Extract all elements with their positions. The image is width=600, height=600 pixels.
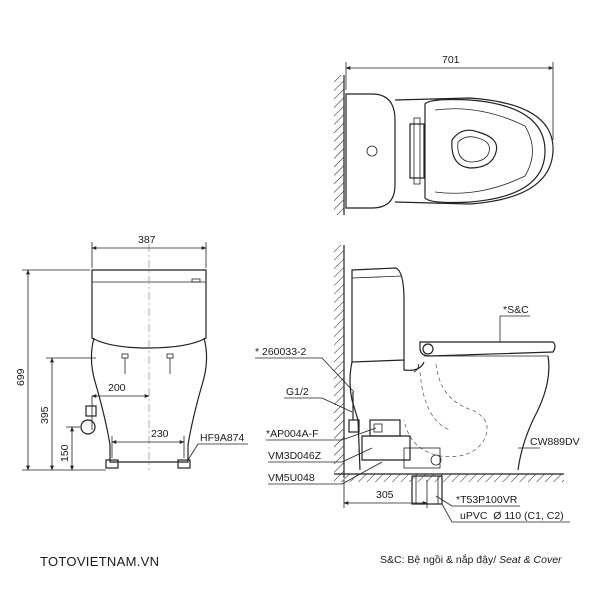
label-vm5u: VM5U048 — [268, 472, 315, 484]
side-seat-cover — [419, 341, 556, 357]
legend-vi: S&C: Bệ ngồi & nắp đậy/ — [380, 554, 497, 566]
top-hinge — [409, 123, 425, 179]
dim-inlet-height: 150 — [59, 444, 71, 462]
side-floor-hatch — [334, 474, 564, 482]
top-tank — [345, 93, 396, 209]
front-tank — [91, 269, 207, 349]
top-seat-inner — [434, 108, 533, 194]
legend-note: S&C: Bệ ngồi & nắp đậy/ Seat & Cover — [380, 554, 562, 566]
label-260033: * 260033-2 — [255, 346, 307, 358]
front-view: 387 699 395 150 200 230 HF9A874 — [15, 234, 248, 471]
side-trapway — [403, 363, 488, 457]
label-t53: *T53P100VR — [456, 494, 518, 506]
label-upvc: uPVC Ø 110 (C1, C2) — [460, 510, 564, 522]
top-view: 701 — [334, 54, 554, 215]
dim-front-width: 387 — [138, 234, 156, 246]
label-ap004: *AP004A-F — [266, 428, 319, 440]
dim-foot-spacing: 230 — [151, 428, 169, 440]
dim-outlet-height: 395 — [39, 406, 51, 424]
dim-total-height: 699 — [15, 368, 27, 386]
front-body — [90, 337, 208, 463]
side-bowl — [403, 355, 550, 471]
label-vm3d: VM3D046Z — [268, 450, 322, 462]
label-seat-cover: *S&C — [503, 304, 529, 316]
flush-button — [366, 145, 378, 157]
top-bowl-opening — [451, 129, 498, 169]
dim-rough-in: 305 — [376, 489, 394, 501]
side-wall-hatch — [334, 245, 344, 475]
label-cw889: CW889DV — [530, 436, 580, 448]
top-bowl-outer — [394, 97, 554, 205]
dim-top-width: 701 — [442, 54, 460, 66]
top-wall-hatch — [334, 75, 344, 215]
dim-inlet-offset: 200 — [108, 382, 126, 394]
top-seat — [424, 98, 546, 204]
label-hf9a874: HF9A874 — [200, 432, 245, 444]
legend-en: Seat & Cover — [499, 554, 562, 566]
side-tank — [351, 267, 405, 363]
label-g12: G1/2 — [286, 386, 309, 398]
brand-watermark: TOTOVIETNAM.VN — [40, 554, 160, 569]
side-view: 305 *S&C * 260033-2 G1/2 *AP004A-F VM3D0… — [255, 245, 580, 523]
side-valve — [369, 419, 401, 437]
